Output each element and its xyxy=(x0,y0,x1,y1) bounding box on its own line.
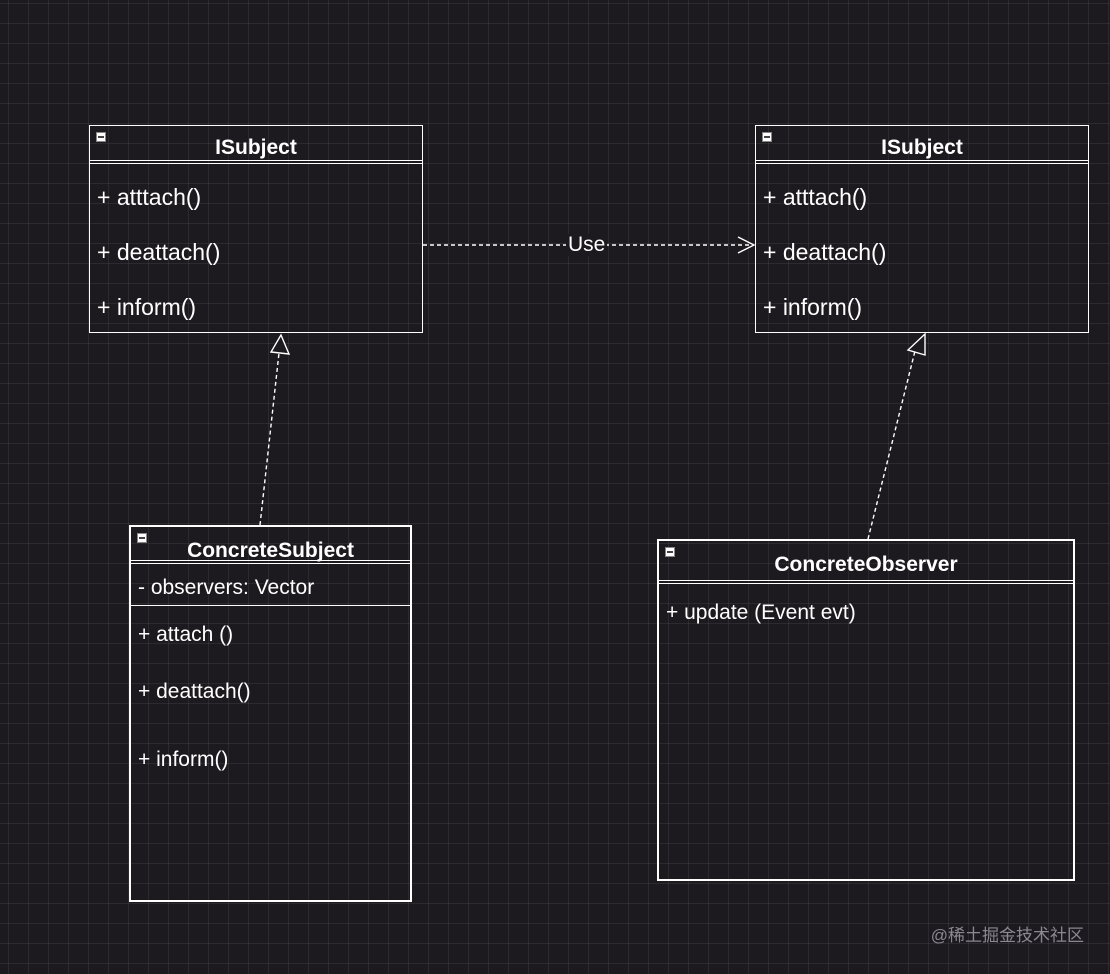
observer-interface-method: + deattach() xyxy=(763,239,887,265)
use-dependency-arrowhead xyxy=(737,236,756,254)
observer-realization-arrowhead xyxy=(906,332,926,356)
concrete-subject-method: + deattach() xyxy=(138,680,251,703)
subject-interface-header: ISubject xyxy=(90,126,422,164)
observer-interface-name: ISubject xyxy=(881,136,963,159)
collapse-icon[interactable] xyxy=(96,132,106,142)
attribute-divider xyxy=(131,605,410,606)
concrete-subject-method: + attach () xyxy=(138,623,234,646)
concrete-observer-header: ConcreteObserver xyxy=(659,541,1073,584)
concrete-subject-header: ConcreteSubject xyxy=(131,527,410,564)
collapse-icon[interactable] xyxy=(137,533,147,543)
subject-realization-arrowhead xyxy=(269,333,291,355)
subject-interface-method: + inform() xyxy=(97,294,197,320)
concrete-subject-method: + inform() xyxy=(138,748,229,771)
observer-interface-method: + atttach() xyxy=(763,184,868,210)
concrete-observer-name: ConcreteObserver xyxy=(774,553,958,576)
subject-interface-class[interactable]: ISubject + atttach() + deattach() + info… xyxy=(89,125,423,333)
collapse-icon[interactable] xyxy=(665,547,675,557)
observer-interface-header: ISubject xyxy=(756,126,1088,164)
subject-interface-method: + deattach() xyxy=(97,239,221,265)
concrete-observer-class[interactable]: ConcreteObserver + update (Event evt) xyxy=(657,539,1075,881)
concrete-subject-name: ConcreteSubject xyxy=(187,539,354,562)
observer-interface-class[interactable]: ISubject + atttach() + deattach() + info… xyxy=(755,125,1089,333)
concrete-subject-attribute: - observers: Vector xyxy=(138,576,315,599)
subject-interface-name: ISubject xyxy=(215,136,297,159)
collapse-icon[interactable] xyxy=(762,132,772,142)
watermark: @稀土掘金技术社区 xyxy=(930,926,1084,945)
concrete-observer-method: + update (Event evt) xyxy=(666,601,856,624)
subject-interface-method: + atttach() xyxy=(97,184,202,210)
use-relation-label: Use xyxy=(566,233,608,256)
observer-interface-method: + inform() xyxy=(763,294,863,320)
observer-realization-line xyxy=(867,350,916,540)
concrete-subject-class[interactable]: ConcreteSubject - observers: Vector + at… xyxy=(129,525,412,902)
subject-realization-line xyxy=(259,352,280,526)
